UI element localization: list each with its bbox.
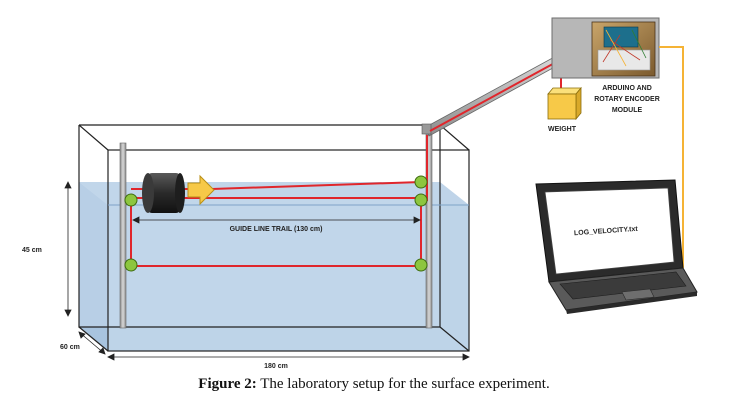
height-label: 45 cm — [22, 247, 42, 254]
pulley-right-middle — [414, 193, 428, 207]
water-tank — [78, 124, 470, 352]
laptop — [535, 179, 698, 314]
arduino-label-line3: MODULE — [612, 107, 643, 114]
screen-file-label: LOG_VELOCITY.txt — [574, 226, 639, 237]
arduino-label-line1: ARDUINO AND — [602, 85, 652, 92]
weight-label: WEIGHT — [548, 126, 577, 133]
weight-block — [547, 86, 582, 121]
laptop-screen — [544, 187, 675, 275]
pulley-left-bottom — [124, 258, 138, 272]
guide-line-label: GUIDE LINE TRAIL (130 cm) — [230, 226, 323, 233]
water-back-face — [79, 182, 440, 327]
towed-cylinder — [142, 173, 185, 213]
length-label: 180 cm — [264, 363, 288, 370]
caption-text: The laboratory setup for the surface exp… — [256, 376, 550, 392]
figure-caption: Figure 2: The laboratory setup for the s… — [0, 376, 748, 393]
depth-dimension — [78, 331, 106, 355]
height-dimension — [64, 181, 72, 317]
length-dimension — [107, 353, 470, 361]
depth-label: 60 cm — [60, 344, 80, 351]
tank-front-edges — [107, 149, 470, 352]
figure-number: Figure 2: — [198, 376, 257, 392]
laptop-keyboard — [559, 271, 687, 300]
left-pole — [119, 142, 127, 329]
arm-joint — [421, 123, 432, 135]
direction-arrow-icon — [187, 174, 215, 206]
data-cable — [659, 46, 684, 268]
guide-line-dimension — [132, 216, 421, 224]
pulley-right-upper — [414, 175, 428, 189]
laptop-trackpad — [621, 288, 655, 301]
arduino-module — [551, 17, 660, 79]
pulley-left-top — [124, 193, 138, 207]
pulley-right-bottom — [414, 258, 428, 272]
arduino-label-line2: ROTARY ENCODER — [594, 96, 660, 103]
